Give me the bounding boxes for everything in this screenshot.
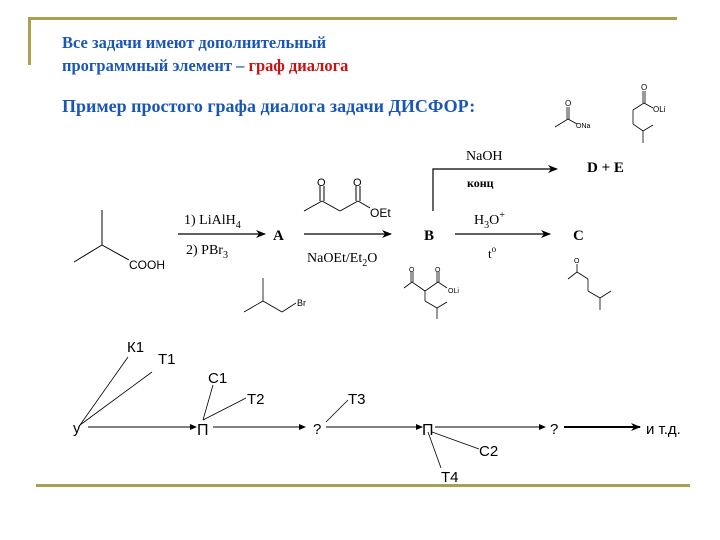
product-b: B xyxy=(424,228,434,244)
title-line-2: программный элемент – граф диалога xyxy=(62,54,348,77)
cooh-label: COOH xyxy=(129,258,165,272)
graph-label-t3: Т3 xyxy=(348,391,366,408)
graph-label-t1: Т1 xyxy=(158,351,176,368)
lithium-enolate-structure xyxy=(403,272,448,319)
top-rule xyxy=(29,17,677,20)
bottom-rule xyxy=(36,484,690,487)
ethyl-acetoacetate-structure xyxy=(303,186,371,212)
graph-label-c1: С1 xyxy=(208,370,227,387)
enolate-o1-label: O xyxy=(409,267,415,274)
graph-node-y: у xyxy=(73,420,81,437)
step3-bottom: to xyxy=(488,244,497,261)
ketone-o-label: O xyxy=(574,258,580,265)
step1-top: 1) LiAlH4 xyxy=(184,213,241,231)
graph-node-p1: П xyxy=(197,422,209,439)
step1-bottom: 2) PBr3 xyxy=(186,243,228,261)
graph-node-q2: ? xyxy=(550,421,558,438)
ona-label: ONa xyxy=(576,123,591,130)
graph-label-c2: С2 xyxy=(479,443,498,460)
ester-carbonyl-o-label: O xyxy=(353,177,362,189)
isobutyric-acid-structure xyxy=(73,210,130,263)
enolate-oli-label: OLi xyxy=(448,288,459,295)
branch-bottom: конц xyxy=(467,176,494,190)
sodium-acetate-structure xyxy=(554,107,578,128)
br-label: Br xyxy=(297,298,306,308)
title-line-2-prefix: программный элемент – xyxy=(62,56,249,75)
graph-label-k1: К1 xyxy=(127,339,144,356)
dialog-graph xyxy=(79,356,641,469)
acetate-o-label: O xyxy=(565,99,571,108)
isobutyl-bromide-structure xyxy=(243,278,297,313)
graph-label-t4: Т4 xyxy=(441,469,459,486)
step2-bottom: NaOEt/Et2O xyxy=(307,251,377,269)
left-rule xyxy=(28,17,31,65)
graph-label-t2: Т2 xyxy=(247,391,265,408)
methyl-ketone-structure xyxy=(567,264,612,310)
keto-o-label: O xyxy=(317,177,326,189)
title-highlight: граф диалога xyxy=(248,56,349,75)
slide-subtitle: Пример простого графа диалога задачи ДИС… xyxy=(62,96,476,116)
graph-node-q1: ? xyxy=(313,421,321,438)
graph-node-p2: П xyxy=(422,422,434,439)
branch-arrow xyxy=(432,165,558,211)
oet-label: OEt xyxy=(370,206,391,220)
ester-o-label: O xyxy=(641,83,647,92)
slide-title: Все задачи имеют дополнительный программ… xyxy=(62,31,348,77)
product-de: D + E xyxy=(587,160,624,176)
lithium-ester-structure xyxy=(632,91,654,143)
title-line-1: Все задачи имеют дополнительный xyxy=(62,33,327,52)
product-c: C xyxy=(573,228,584,244)
branch-top: NaOH xyxy=(466,149,503,164)
graph-node-etc: и т.д. xyxy=(646,421,681,438)
product-a: A xyxy=(273,228,284,244)
step3-top: H3O+ xyxy=(474,210,505,231)
oli-label: OLi xyxy=(653,105,666,114)
enolate-o2-label: O xyxy=(435,267,441,274)
